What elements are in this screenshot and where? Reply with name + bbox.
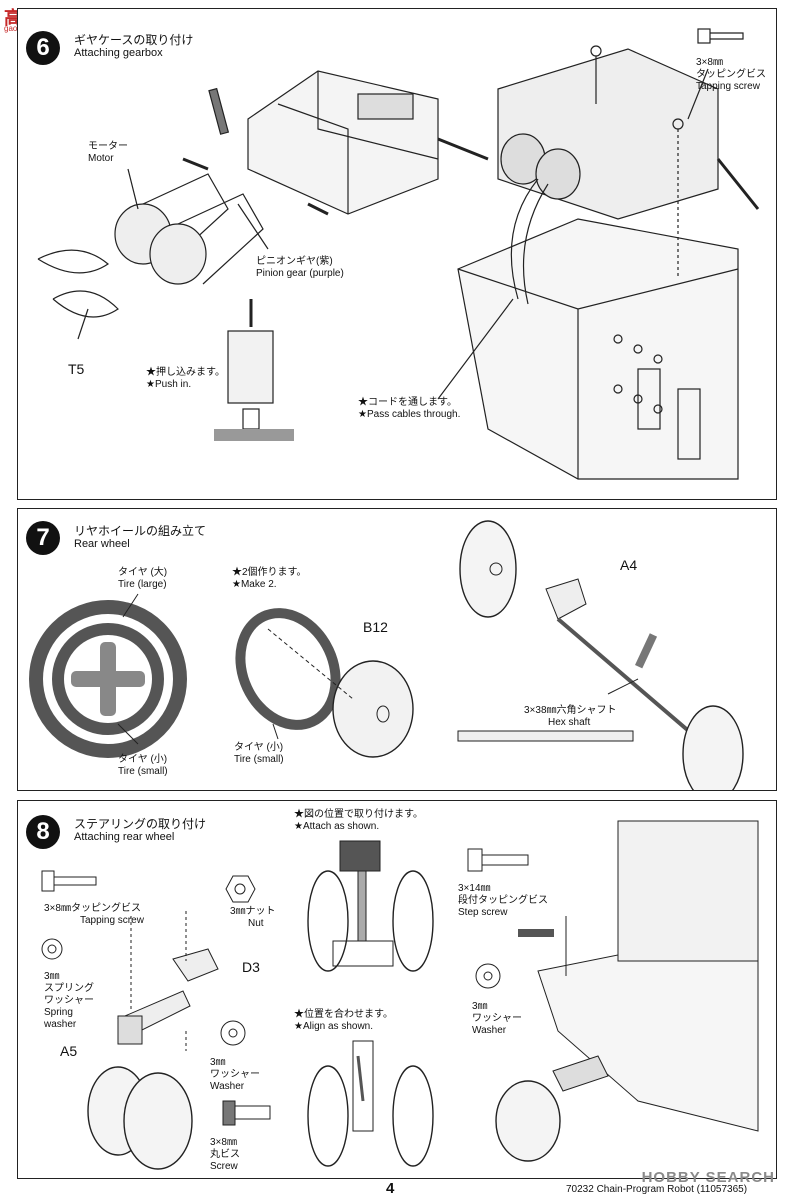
tire-small-en: Tire (small): [118, 766, 168, 777]
part-b12: B12: [363, 619, 388, 635]
page-footer: 70232 Chain-Program Robot (11057365): [566, 1184, 748, 1195]
step-8-panel: 8 ステアリングの取り付け Attaching rear wheel 3×8㎜タ…: [17, 800, 777, 1179]
align-note-en: ★Align as shown.: [294, 1021, 374, 1032]
step-screw-en: Step screw: [458, 907, 508, 918]
step-8-illustration: [41, 820, 759, 1170]
push-note-jp: ★押し込みます。: [146, 367, 225, 378]
washer2-size: 3㎜: [472, 1001, 488, 1012]
round-screw-size: 3×8㎜: [210, 1137, 237, 1148]
attach-note-jp: ★図の位置で取り付けます。: [294, 809, 423, 820]
part-t5: T5: [68, 361, 85, 377]
step-screw-jp: 段付タッピングビス: [458, 895, 548, 906]
hex-shaft-jp: 3×38㎜六角シャフト: [524, 705, 617, 716]
step-7-illustration: [29, 520, 744, 790]
step-screw-size: 3×14㎜: [458, 883, 491, 894]
spring-washer-jp1: スプリング: [44, 983, 94, 994]
screw-label-en: Tapping screw: [696, 81, 760, 92]
hex-shaft-en: Hex shaft: [548, 717, 591, 728]
step-6-illustration: [37, 28, 760, 480]
tire-small2-en: Tire (small): [234, 754, 284, 765]
cable-note-jp: ★コードを通します。: [358, 397, 457, 408]
step-7-panel: 7 リヤホイールの組み立て Rear wheel タイヤ (大) Tire (l…: [17, 508, 777, 791]
screw-size: 3×8㎜: [696, 57, 723, 68]
nut-label-jp: 3㎜ナット: [230, 906, 276, 917]
step-title-en: Attaching rear wheel: [74, 831, 175, 843]
align-note-jp: ★位置を合わせます。: [294, 1009, 393, 1020]
step-number: 8: [26, 815, 60, 849]
screw-label-jp: タッピングビス: [696, 69, 766, 80]
tire-large-en: Tire (large): [118, 579, 167, 590]
page-number: 4: [386, 1180, 395, 1197]
motor-label-jp: モーター: [88, 141, 128, 152]
washer-label-jp: ワッシャー: [210, 1069, 260, 1080]
pinion-label-en: Pinion gear (purple): [256, 268, 344, 279]
part-d3: D3: [242, 959, 260, 975]
tire-small-jp: タイヤ (小): [118, 754, 168, 765]
tapping-screw-en: Tapping screw: [80, 915, 144, 926]
round-screw-en: Screw: [210, 1161, 238, 1172]
step-number: 7: [26, 521, 60, 555]
step-title-en: Attaching gearbox: [74, 47, 163, 59]
step-title-en: Rear wheel: [74, 538, 130, 550]
push-note-en: ★Push in.: [146, 379, 192, 390]
step-title-jp: リヤホイールの組み立て: [74, 524, 207, 538]
spring-washer-en1: Spring: [44, 1007, 73, 1018]
step-6-panel: 6 ギヤケースの取り付け Attaching gearbox モーター Moto…: [17, 8, 777, 500]
part-a5: A5: [60, 1043, 78, 1059]
washer2-jp: ワッシャー: [472, 1013, 522, 1024]
tire-large-jp: タイヤ (大): [118, 567, 168, 578]
washer-label-en: Washer: [210, 1081, 245, 1092]
spring-washer-jp2: ワッシャー: [44, 995, 94, 1006]
tire-small2-jp: タイヤ (小): [234, 742, 284, 753]
make2-jp: ★2個作ります。: [232, 567, 307, 578]
washer2-en: Washer: [472, 1025, 507, 1036]
washer-size: 3㎜: [210, 1057, 226, 1068]
part-a4: A4: [620, 557, 638, 573]
spring-washer-en2: washer: [44, 1019, 77, 1030]
tapping-screw-size: 3×8㎜タッピングビス: [44, 903, 141, 914]
watermark-hobby-search: HOBBY SEARCH: [641, 1169, 775, 1186]
motor-label-en: Motor: [88, 153, 114, 164]
make2-en: ★Make 2.: [232, 579, 277, 590]
round-screw-jp: 丸ビス: [210, 1149, 240, 1160]
step-title-jp: ギヤケースの取り付け: [74, 33, 194, 47]
nut-label-en: Nut: [248, 918, 264, 929]
cable-note-en: ★Pass cables through.: [358, 409, 461, 420]
step-title-jp: ステアリングの取り付け: [74, 817, 207, 831]
attach-note-en: ★Attach as shown.: [294, 821, 380, 832]
spring-washer-size: 3㎜: [44, 971, 60, 982]
pinion-label-jp: ピニオンギヤ(紫): [256, 256, 333, 267]
step-number: 6: [26, 31, 60, 65]
